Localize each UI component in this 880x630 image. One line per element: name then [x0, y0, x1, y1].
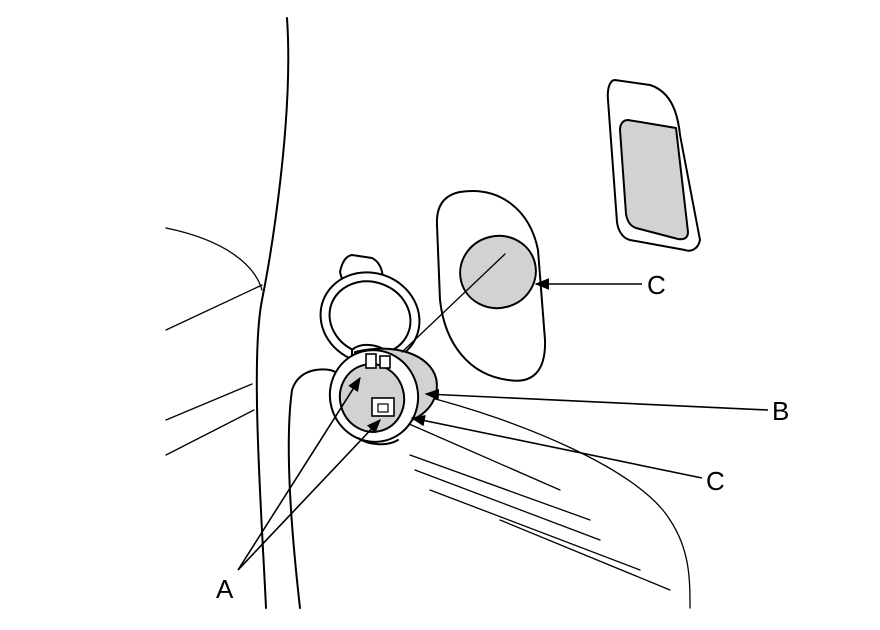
trim-inset — [606, 79, 701, 252]
socket-mounting-recess — [435, 190, 547, 382]
trim-panel — [165, 17, 691, 609]
socket-center-contact — [371, 397, 395, 417]
callout-a: A — [216, 574, 234, 604]
mounting-hole — [459, 234, 537, 310]
callout-c-top: C — [647, 270, 666, 300]
callout-leaders — [237, 278, 769, 571]
leader-c-bottom — [410, 414, 703, 479]
callout-c-bottom: C — [706, 466, 725, 496]
install-direction-line — [401, 253, 506, 353]
leader-b — [424, 388, 769, 411]
accessory-socket — [319, 254, 438, 446]
callout-b: B — [772, 396, 789, 426]
leader-a-upper — [237, 376, 361, 571]
leader-a-lower — [237, 418, 381, 571]
